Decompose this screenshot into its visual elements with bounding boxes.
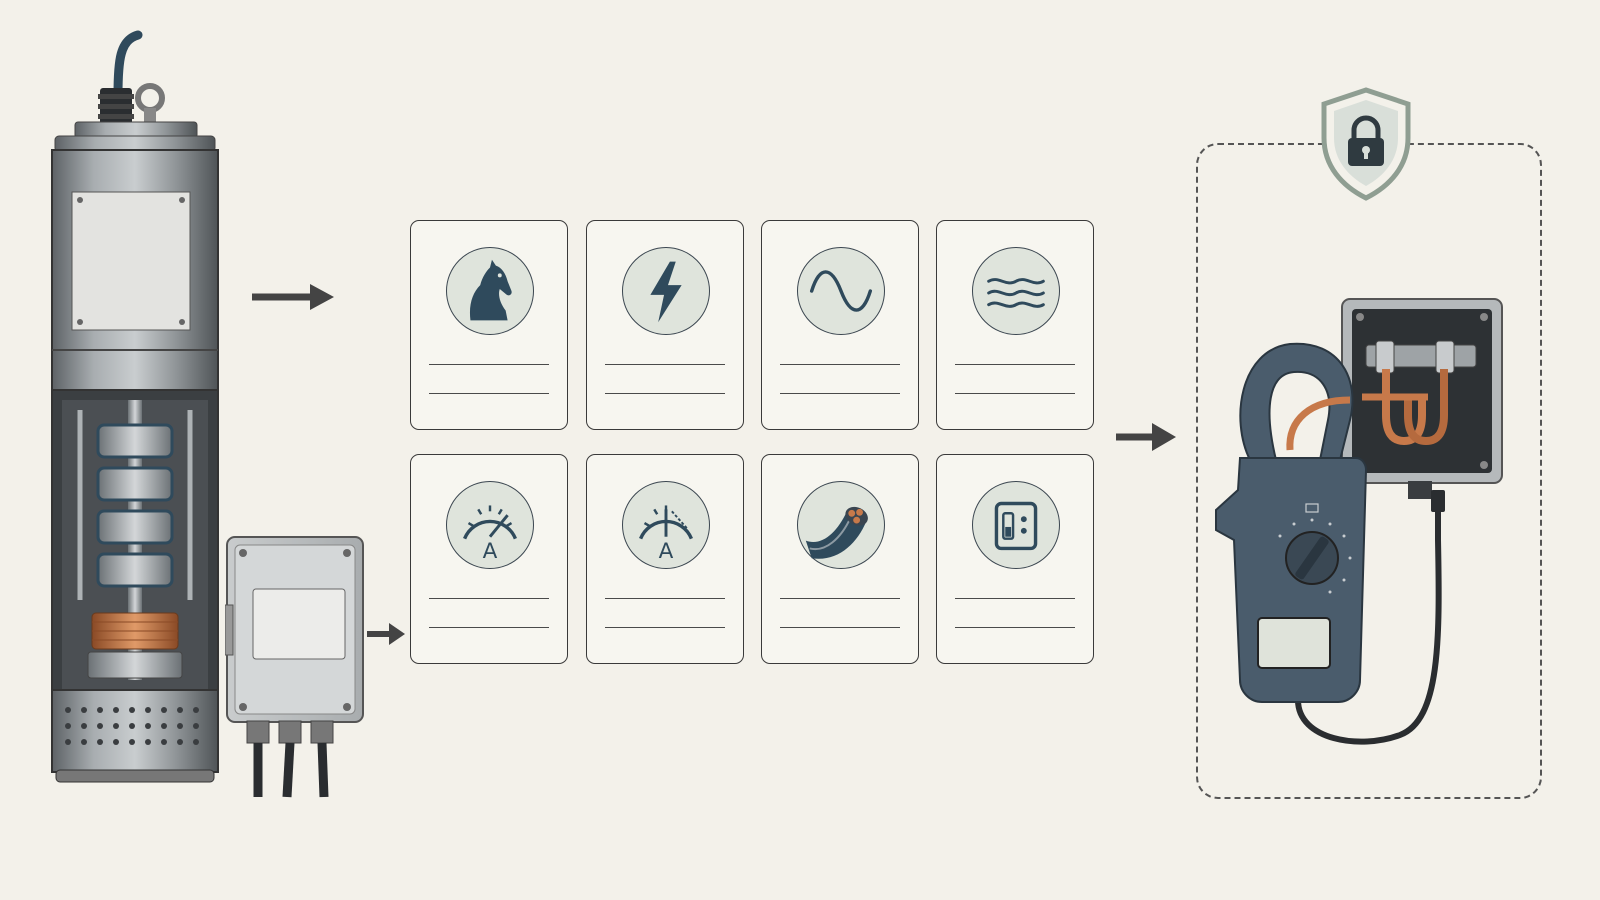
spec-line-1 [605, 347, 725, 363]
spec-line-1 [429, 347, 549, 363]
clamp-meter-illustration [1210, 340, 1470, 750]
control-panel-icon [972, 481, 1060, 569]
horse-icon [446, 247, 534, 335]
arrow-specs-to-measurement [1114, 418, 1180, 456]
control-box-illustration [224, 535, 375, 805]
spec-card-power [586, 220, 744, 430]
spec-card-horsepower [410, 220, 568, 430]
ammeter-gauge-icon: A [446, 481, 534, 569]
spec-card-max-current: A [586, 454, 744, 664]
junction-box-illustration [1338, 265, 1508, 525]
arrow-box-to-specs [365, 620, 409, 648]
spec-line-2 [780, 376, 900, 392]
spec-line-2 [605, 376, 725, 392]
spec-card-cable [761, 454, 919, 664]
spec-line-1 [955, 581, 1075, 597]
shield-lock-icon [1318, 86, 1414, 202]
frequency-wave-icon [972, 247, 1060, 335]
spec-line-1 [429, 581, 549, 597]
spec-line-1 [605, 581, 725, 597]
spec-line-2 [780, 610, 900, 626]
spec-line-2 [429, 376, 549, 392]
spec-line-1 [955, 347, 1075, 363]
spec-card-controller [936, 454, 1094, 664]
spec-line-1 [780, 581, 900, 597]
spec-card-current: A [410, 454, 568, 664]
submersible-pump-illustration [40, 30, 230, 790]
gauge-label: A [659, 539, 674, 564]
spec-line-2 [429, 610, 549, 626]
arrow-pump-to-specs [248, 280, 340, 314]
spec-line-1 [780, 347, 900, 363]
lightning-bolt-icon [622, 247, 710, 335]
spec-line-2 [955, 610, 1075, 626]
ammeter-gauge-max-icon: A [622, 481, 710, 569]
spec-card-voltage-ac [761, 220, 919, 430]
gauge-label: A [483, 539, 498, 564]
spec-line-2 [955, 376, 1075, 392]
cable-cross-section-icon [797, 481, 885, 569]
sine-wave-icon [797, 247, 885, 335]
spec-line-2 [605, 610, 725, 626]
spec-card-frequency [936, 220, 1094, 430]
